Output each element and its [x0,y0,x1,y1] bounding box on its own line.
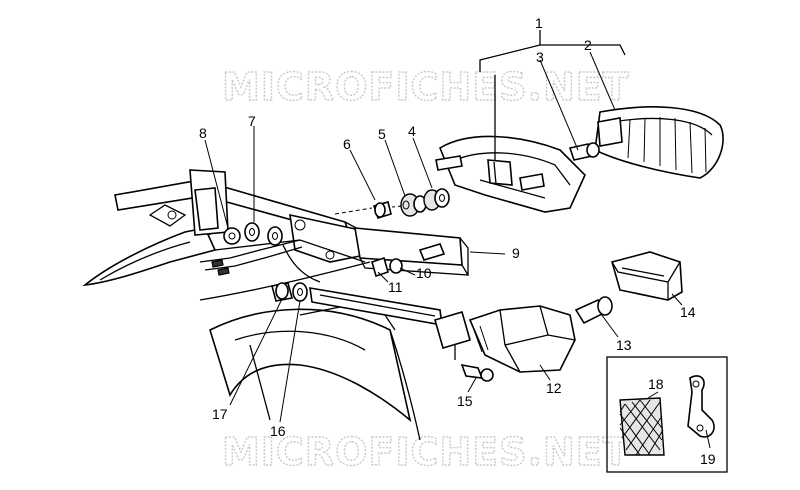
part-reflector-18 [619,397,665,456]
callout-3: 3 [536,49,544,65]
wiring-harness [199,239,321,283]
callout-17: 17 [212,406,228,422]
part-indicator-12 [468,305,576,373]
callout-10: 10 [416,265,432,281]
callout-9: 9 [512,245,520,261]
part-bulb-13 [574,296,613,325]
callout-7: 7 [248,113,256,129]
part-plate-9 [354,227,470,276]
leader-lines [204,51,711,449]
part-screw-15 [460,363,494,382]
part-indicator-lens-14 [611,251,683,301]
part-bolt-10 [389,243,446,274]
watermark-top: MICROFICHES.NET [222,65,630,109]
callout-labels: 1 2 3 4 5 6 7 8 9 10 11 12 13 14 15 16 1… [199,15,716,467]
callout-18: 18 [648,376,664,392]
callout-19: 19 [700,451,716,467]
part-grommet-4 [423,188,450,211]
part-washer-7 [244,222,283,246]
part-bracket-8 [194,187,241,245]
rear-frame [82,169,421,441]
callout-5: 5 [378,126,386,142]
callout-13: 13 [616,337,632,353]
callout-4: 4 [408,123,416,139]
part-nut-11 [371,256,389,278]
callout-12: 12 [546,380,562,396]
indicator-stalk [309,287,471,360]
callout-8: 8 [199,125,207,141]
inset-box [606,356,728,473]
callout-6: 6 [343,136,351,152]
watermark-bottom: MICROFICHES.NET [222,430,630,474]
callout-16: 16 [270,423,286,439]
part-bush-16 [292,282,308,302]
callout-11: 11 [388,279,403,295]
part-taillight-lens-2 [568,106,724,179]
callout-15: 15 [457,393,473,409]
callout-1: 1 [535,15,543,31]
callout-2: 2 [584,37,592,53]
part-grommet-17 [271,282,293,302]
callout-bracket-1 [479,30,626,160]
part-bracket-19 [687,375,715,438]
part-grommet-5 [400,193,427,217]
part-taillight-base-3 [435,135,586,213]
callout-14: 14 [680,304,696,320]
part-spacer-6 [372,201,392,219]
